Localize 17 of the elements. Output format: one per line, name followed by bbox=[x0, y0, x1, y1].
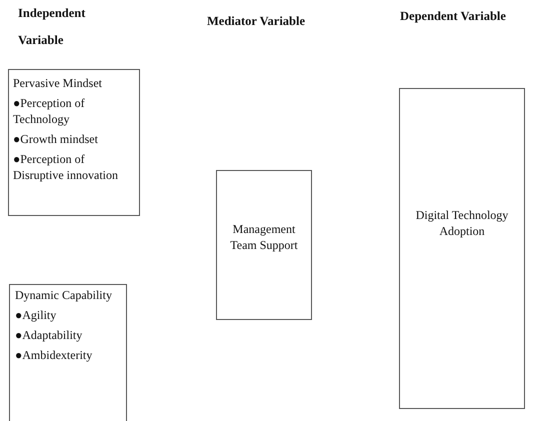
column-heading: Dependent Variable bbox=[400, 8, 507, 25]
variable-box bbox=[8, 69, 140, 216]
bullet-item: ●Perception of Disruptive innovation bbox=[13, 151, 119, 183]
bullet-item: ●Ambidexterity bbox=[15, 347, 94, 363]
bullet-item: ●Growth mindset bbox=[13, 131, 99, 147]
bullet-item: ●Perception of Technology bbox=[13, 95, 86, 127]
column-heading: Mediator Variable bbox=[207, 13, 306, 30]
bullet-item: ●Adaptability bbox=[15, 327, 84, 343]
column-heading: Independent Variable bbox=[18, 5, 86, 49]
variable-box bbox=[9, 284, 127, 421]
bullet-item: ●Agility bbox=[15, 307, 58, 323]
variable-box bbox=[399, 88, 525, 409]
box-text: Management Team Support bbox=[229, 221, 299, 253]
box-heading: Dynamic Capability bbox=[15, 287, 113, 303]
box-heading: Pervasive Mindset bbox=[13, 75, 103, 91]
box-text: Digital Technology Adoption bbox=[414, 207, 510, 239]
variable-box bbox=[216, 170, 312, 320]
